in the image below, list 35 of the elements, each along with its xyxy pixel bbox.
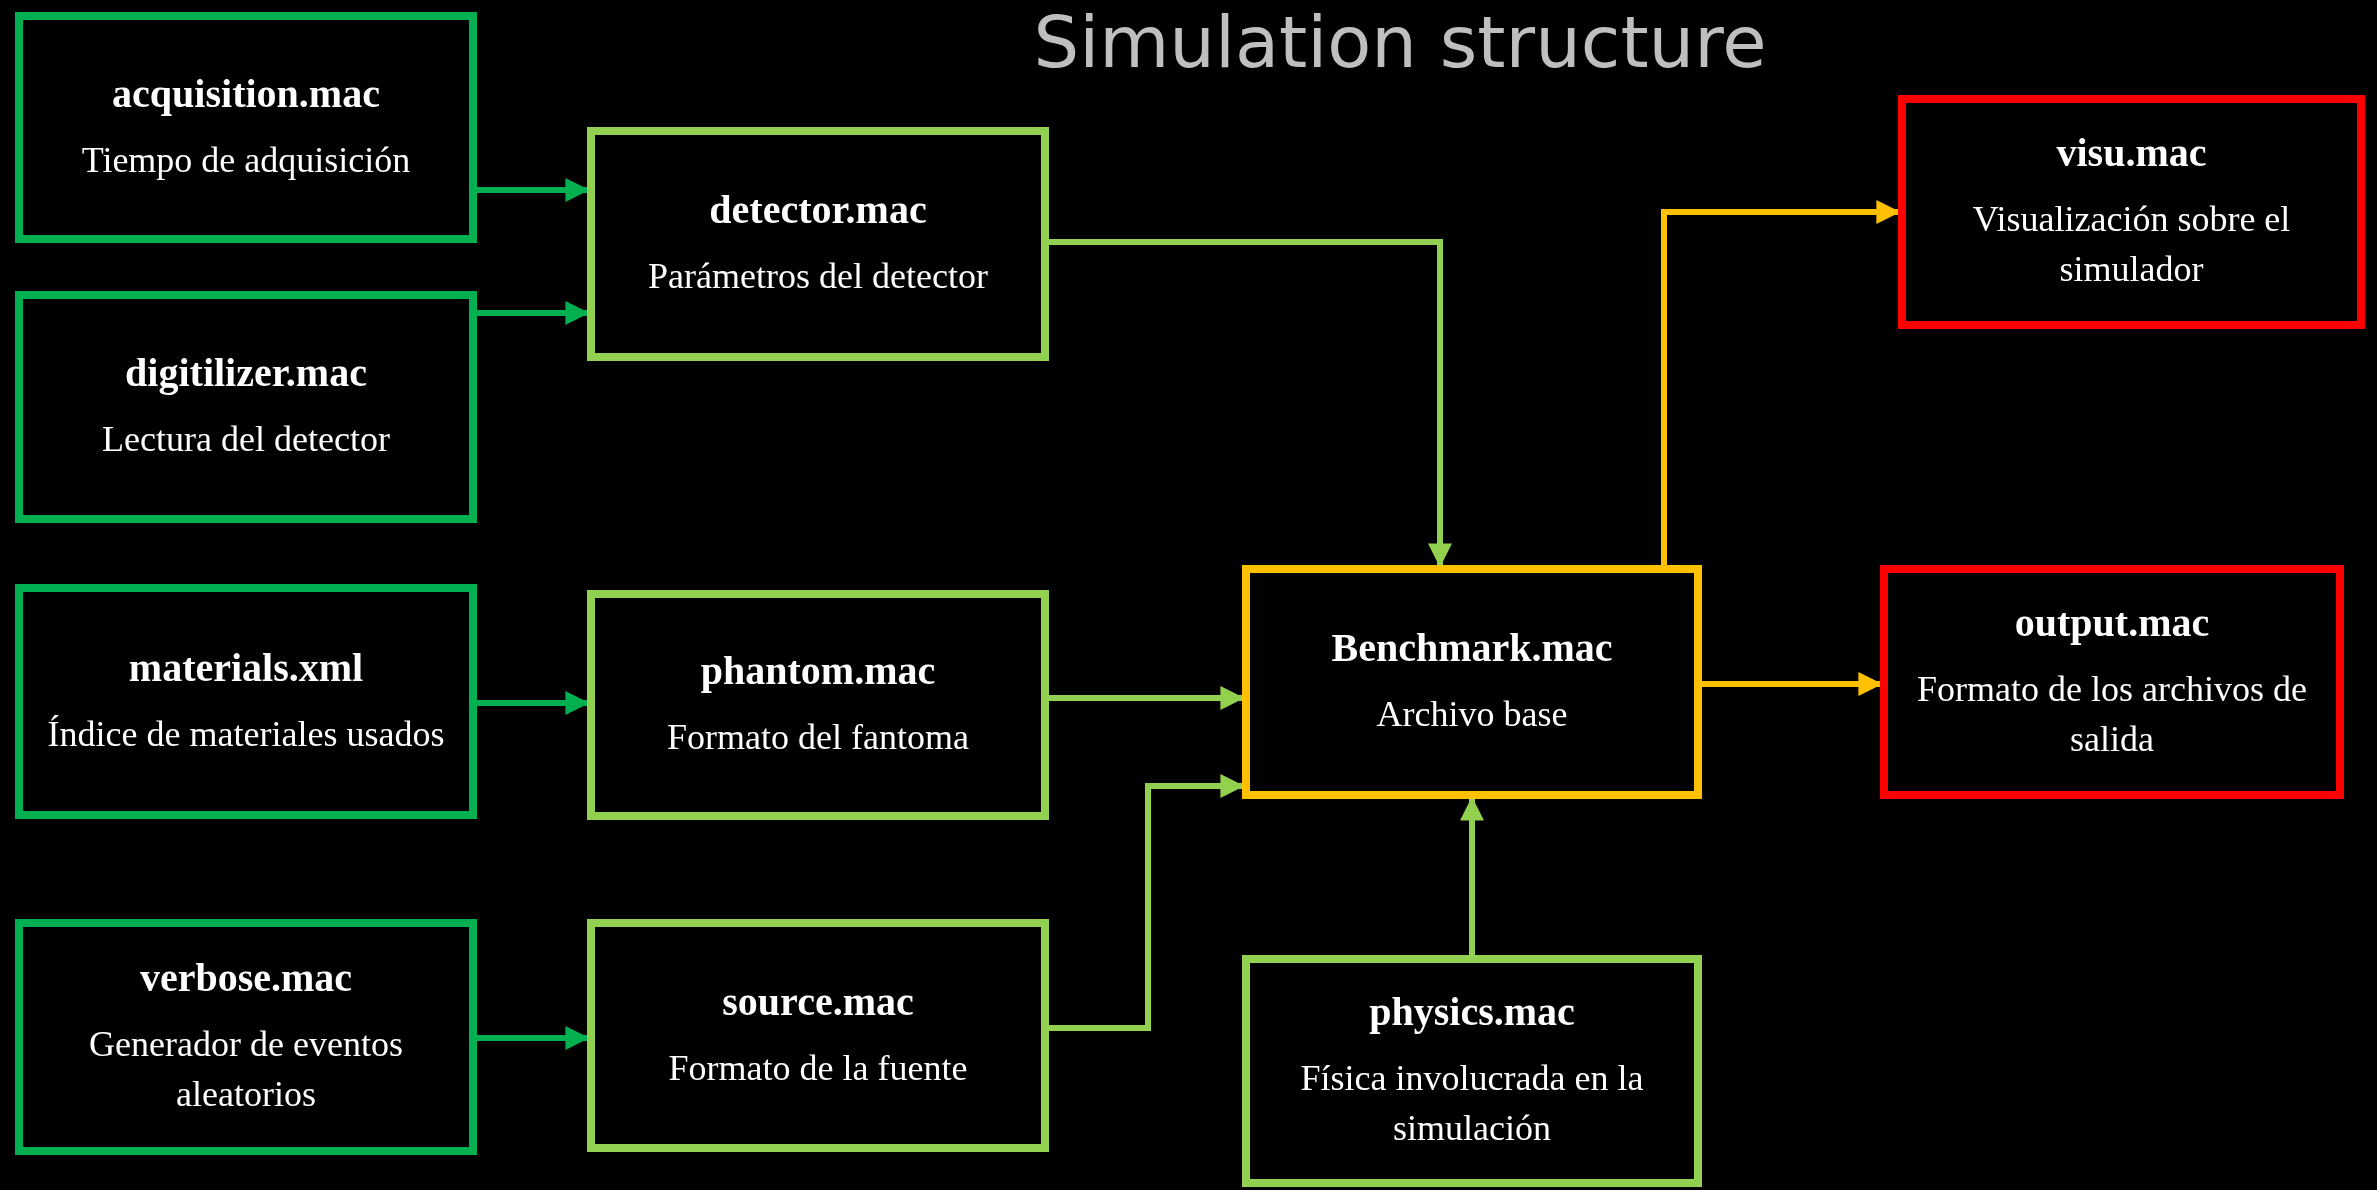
file-box	[1242, 565, 1702, 799]
file-description: Archivo base	[1376, 693, 1568, 736]
file-box	[587, 590, 1049, 820]
file-box	[587, 919, 1049, 1152]
file-description: Lectura del detector	[102, 418, 390, 461]
file-name: verbose.mac	[139, 955, 353, 1001]
file-description: Tiempo de adquisición	[81, 138, 411, 182]
file-description: Física involucrada en la simulación	[1299, 1057, 1645, 1150]
file-name: Benchmark.mac	[1331, 625, 1613, 671]
file-description: Formato de los archivos de salida	[1916, 668, 2308, 761]
file-box	[15, 919, 477, 1155]
file-name: phantom.mac	[700, 648, 936, 694]
file-description: Visualización sobre el simulador	[1971, 198, 2292, 291]
file-name: output.mac	[2014, 600, 2210, 646]
file-name: physics.mac	[1369, 989, 1575, 1035]
file-box	[1880, 565, 2344, 799]
file-description: Formato del fantoma	[667, 716, 969, 759]
file-description: Parámetros del detector	[648, 255, 988, 298]
file-name: digitilizer.mac	[125, 350, 367, 396]
file-name: detector.mac	[709, 187, 927, 233]
file-box	[15, 12, 477, 243]
file-box	[15, 584, 477, 819]
file-box	[15, 291, 477, 523]
file-description: Índice de materiales usados	[47, 712, 445, 756]
file-box	[587, 127, 1049, 361]
file-description: Generador de eventos aleatorios	[88, 1023, 404, 1116]
file-name: acquisition.mac	[112, 70, 380, 117]
diagram-title: Simulation structure	[1032, 0, 1768, 84]
file-box	[1242, 955, 1702, 1187]
file-name: materials.xml	[128, 644, 364, 691]
file-name: source.mac	[722, 978, 914, 1025]
file-description: Formato de la fuente	[668, 1046, 968, 1090]
file-box	[1898, 95, 2365, 329]
file-name: visu.mac	[2056, 130, 2207, 176]
arrow	[1049, 239, 1452, 568]
